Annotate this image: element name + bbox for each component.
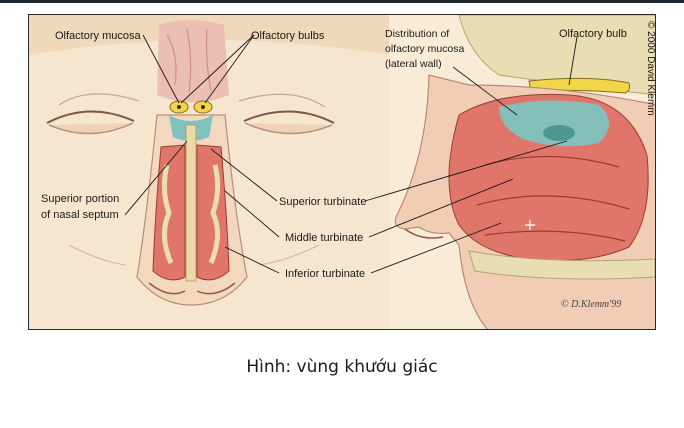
label-inferior-turbinate: Inferior turbinate: [285, 268, 365, 280]
side-view-section: [389, 15, 655, 329]
top-border-bar: [0, 0, 684, 3]
label-olfactory-mucosa: Olfactory mucosa: [55, 30, 141, 42]
figure-caption: Hình: vùng khướu giác: [246, 357, 438, 377]
label-distribution-line3: (lateral wall): [385, 58, 442, 70]
copyright-notice: © 2000 David Klemm: [645, 21, 656, 116]
leader-lines: [124, 34, 578, 274]
label-middle-turbinate: Middle turbinate: [285, 232, 363, 244]
anatomy-illustration: Olfactory mucosa Olfactory bulbs Superio…: [29, 15, 656, 329]
label-superior-turbinate: Superior turbinate: [279, 196, 366, 208]
label-olfactory-bulb: Olfactory bulb: [559, 28, 627, 40]
label-distribution-line2: olfactory mucosa: [385, 43, 465, 55]
artist-signature: © D.Klemm'99: [561, 299, 621, 310]
label-distribution-line1: Distribution of: [385, 28, 449, 40]
label-superior-portion-line1: Superior portion: [41, 193, 119, 205]
anatomy-figure: Olfactory mucosa Olfactory bulbs Superio…: [28, 14, 656, 330]
label-superior-portion-line2: of nasal septum: [41, 209, 119, 221]
label-olfactory-bulbs: Olfactory bulbs: [251, 30, 325, 42]
front-view-face: [29, 15, 389, 329]
